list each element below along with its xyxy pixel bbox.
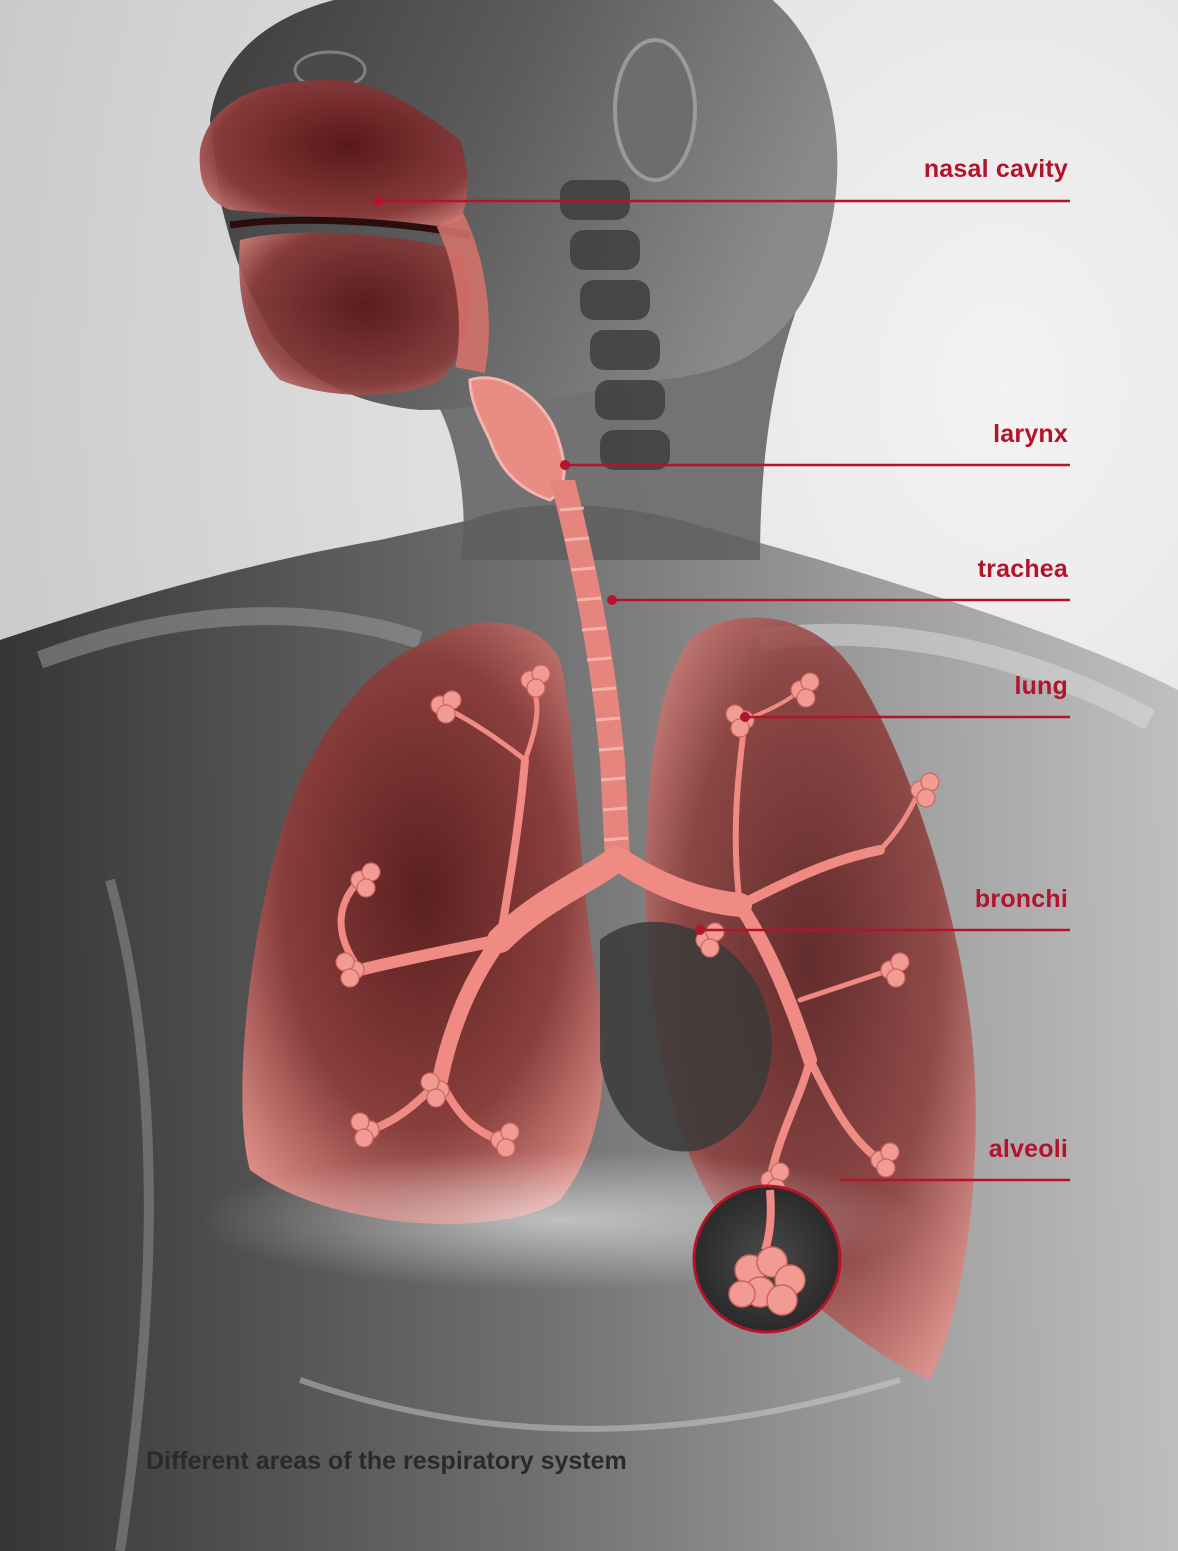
mouth-organ	[239, 233, 470, 395]
label-trachea: trachea	[978, 555, 1068, 584]
label-nasal-cavity: nasal cavity	[924, 155, 1068, 184]
dot-lung	[740, 712, 750, 722]
label-alveoli: alveoli	[989, 1135, 1068, 1164]
dot-nasal-cavity	[373, 196, 383, 206]
ear	[615, 40, 695, 180]
label-bronchi: bronchi	[975, 885, 1068, 914]
dot-trachea	[607, 595, 617, 605]
dot-larynx	[560, 460, 570, 470]
dot-bronchi	[695, 925, 705, 935]
caption: Different areas of the respiratory syste…	[146, 1447, 627, 1476]
label-larynx: larynx	[993, 420, 1068, 449]
label-lung: lung	[1014, 672, 1068, 701]
